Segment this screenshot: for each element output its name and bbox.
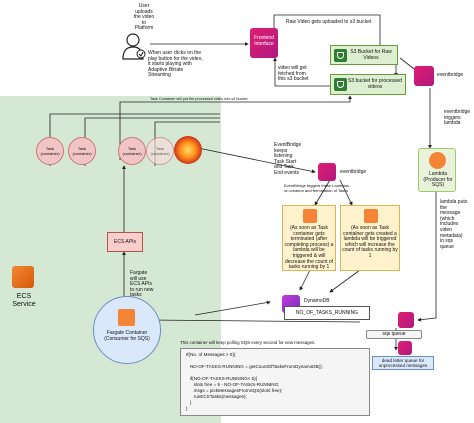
arrow-fargate-to-dynamodb xyxy=(194,300,271,316)
explosion-icon xyxy=(174,136,202,164)
sqs-queue-box[interactable]: sqs queue xyxy=(366,330,422,339)
frontend-label: Frontend Interface xyxy=(253,35,274,47)
user-click-text: When user clicks on the play button for … xyxy=(148,50,203,79)
lambda-icon xyxy=(303,209,317,223)
arrow-s3processed-to-frontend xyxy=(273,57,330,87)
arrow-tasks-to-eventbridge xyxy=(197,147,316,174)
user-icon xyxy=(122,32,146,60)
arrow-lambda-to-sqs xyxy=(417,190,437,322)
fetch-text: video will get fetched from this s3 buck… xyxy=(278,65,309,83)
dlq-icon xyxy=(398,341,412,355)
arrow-eventbridge-to-lambda-right xyxy=(339,179,353,206)
arrow-tasks-to-s3processed xyxy=(119,95,352,160)
task-container[interactable]: Task (container) xyxy=(146,137,174,165)
fargate-label: Fargate Container (Consumer for SQS) xyxy=(104,330,150,342)
raw-upload-text: Raw Video gets uploaded to s3 bucket xyxy=(286,19,372,25)
eventbridge-triggers-text: eventbridge triggers lambda xyxy=(444,109,471,127)
lambda-increment-text: (As soon as Task container gets created … xyxy=(342,225,398,259)
s3-raw-bucket[interactable]: S3 Bucket for Raw Videos xyxy=(330,45,398,65)
arrow-lambda-right-to-dynamodb xyxy=(329,269,361,293)
dlq-box[interactable]: dead letter queue for unprocessed messag… xyxy=(372,356,434,370)
fargate-container[interactable]: Fargate Container (Consumer for SQS) xyxy=(93,296,161,364)
dynamodb-label: DynamoDB xyxy=(304,298,330,304)
ecs-apis-box[interactable]: ECS APIs xyxy=(107,232,143,252)
lambda-icon xyxy=(429,152,446,169)
eventbridge-top-label: eventbridge xyxy=(437,72,464,78)
task-container[interactable]: Task (container) xyxy=(68,137,96,165)
eventbridge-icon xyxy=(318,163,336,181)
lambda-decrement-box[interactable]: (As soon as Task container gets terminat… xyxy=(282,205,336,271)
arrow-eventbridge-to-lambda-left xyxy=(314,179,331,206)
container-put-text: Task Container will put the processed vi… xyxy=(150,97,248,101)
lambda-puts-text: lambda puts the message (which includes … xyxy=(440,199,468,250)
eventbridge-keeps-text: EventBridge keeps listening Task Start a… xyxy=(274,142,302,176)
ecs-service-label: ECS Service xyxy=(12,293,36,308)
sqs-icon xyxy=(398,312,414,328)
eventbridge-triggers-two-text: EventBridge triggers these Lambdas on cr… xyxy=(284,183,349,193)
fargate-apis-text: Fargate will use ECS APIs to run new tas… xyxy=(130,270,154,299)
fargate-icon xyxy=(118,309,135,326)
poll-text: This container will keep polling SQS eve… xyxy=(180,340,316,345)
ecs-icon xyxy=(12,266,34,288)
task-container[interactable]: Task (container) xyxy=(118,137,146,165)
frontend-interface-box[interactable]: Frontend Interface xyxy=(250,28,278,58)
s3-processed-label: S3 bucket for processed videos xyxy=(348,78,402,90)
eventbridge-icon xyxy=(414,66,434,86)
lambda-icon xyxy=(364,209,378,223)
arrow-frontend-to-s3raw xyxy=(273,14,382,51)
lambda-producer-box[interactable]: Lambda (Producer for SQS) xyxy=(418,148,456,192)
eventbridge-mid-label: eventbridge xyxy=(340,169,367,175)
polling-code-block: If(No. of Messages > 0){ NO-OF-TASKS-RUN… xyxy=(180,348,370,416)
s3-raw-label: S3 Bucket for Raw Videos xyxy=(350,49,392,61)
arrow-sqs-to-fargate xyxy=(149,318,361,323)
user-upload-text: User uploads the video to Platform xyxy=(133,3,155,32)
s3-bucket-icon xyxy=(334,78,347,91)
lambda-increment-box[interactable]: (As soon as Task container gets created … xyxy=(340,205,400,271)
lambda-decrement-text: (As soon as Task container gets terminat… xyxy=(284,225,334,271)
s3-processed-bucket[interactable]: S3 bucket for processed videos xyxy=(330,74,406,95)
task-container[interactable]: Task (container) xyxy=(36,137,64,165)
dynamodb-table[interactable]: NO_OF_TASKS_RUNNING xyxy=(284,306,370,320)
arrow-lambda-left-to-dynamodb xyxy=(299,269,311,291)
s3-bucket-icon xyxy=(334,49,347,62)
lambda-producer-label: Lambda (Producer for SQS) xyxy=(423,171,453,189)
